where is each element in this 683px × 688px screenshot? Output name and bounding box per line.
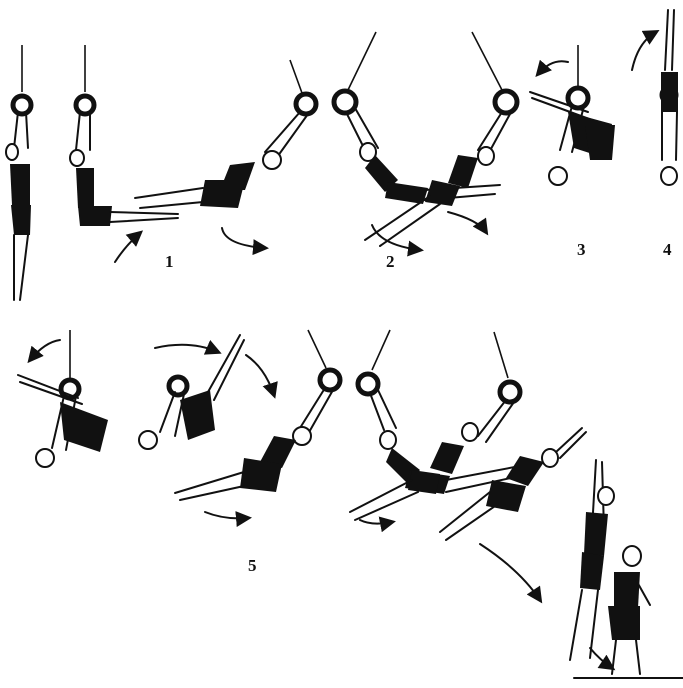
gymnast-swing-back-figure [334, 32, 500, 204]
gymnast-flight-figure [570, 460, 614, 660]
motion-arrows [30, 32, 656, 668]
gymnast-landing-figure [608, 546, 650, 674]
gymnast-hang-figure [6, 45, 31, 300]
gymnast-kick-up-figure [139, 335, 244, 449]
gymnast-pike-figure [70, 45, 178, 226]
gymnast-inverted-pike-figure [530, 45, 615, 185]
gymnast-inverted-pike-2-figure [18, 330, 108, 467]
stage-label-4: 4 [663, 240, 672, 260]
gymnast-dismount-swing-figure [440, 428, 586, 540]
stage-label-1: 1 [165, 252, 174, 272]
gymnast-inverted-hang-figure [661, 10, 678, 185]
stage-label-2: 2 [386, 252, 395, 272]
gymnast-swing-down-figure [365, 32, 517, 246]
gymnast-swing-figure [135, 60, 316, 208]
stage-label-3: 3 [577, 240, 586, 260]
stage-label-5: 5 [248, 556, 257, 576]
